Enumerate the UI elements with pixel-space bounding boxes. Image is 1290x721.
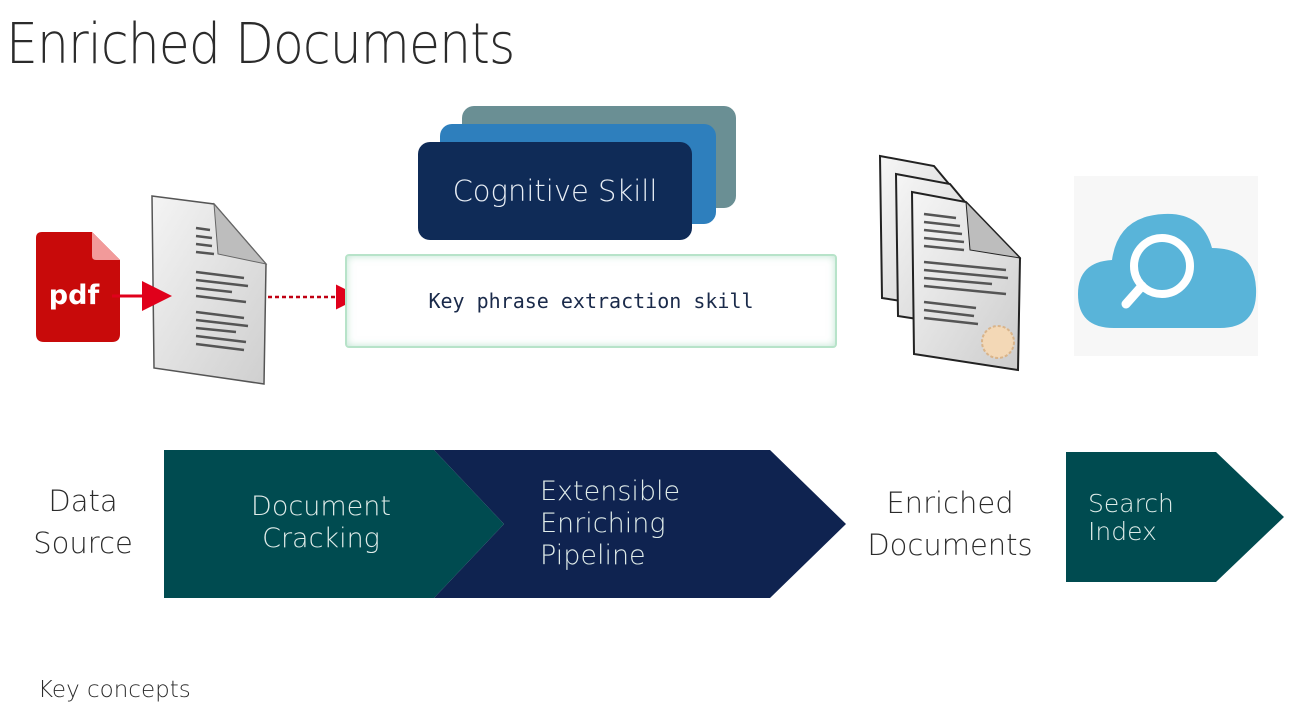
search-index-label: Search Index <box>1088 490 1188 546</box>
enriching-pipeline-line1: Extensible <box>540 476 681 507</box>
search-index-chevron <box>1066 452 1284 582</box>
page-title: Enriched Documents <box>6 12 515 77</box>
document-cracking-chevron <box>164 450 504 598</box>
document-cracking-label: Document Cracking <box>246 491 396 555</box>
pdf-file-icon: pdf <box>36 232 120 342</box>
enriching-pipeline-chevron <box>434 450 846 598</box>
skill-card-front: Cognitive Skill <box>418 142 692 240</box>
data-source-line1: Data <box>48 484 118 518</box>
cloud-search-icon <box>1074 176 1258 356</box>
key-phrase-skill-label: Key phrase extraction skill <box>428 289 754 313</box>
key-phrase-skill-box: Key phrase extraction skill <box>345 254 837 348</box>
enriched-documents-icon <box>874 150 1030 376</box>
pipeline-chevrons <box>164 450 846 598</box>
document-cracking-line2: Cracking <box>262 523 380 554</box>
seal-icon <box>981 325 1015 359</box>
cognitive-skill-stack: Cognitive Skill <box>418 106 740 246</box>
cognitive-skill-label: Cognitive Skill <box>452 174 658 208</box>
enriched-documents-label: Enriched Documents <box>862 482 1038 566</box>
enriching-pipeline-line3: Pipeline <box>540 540 646 571</box>
data-source-line2: Source <box>33 526 133 560</box>
key-concepts-caption: Key concepts <box>38 677 191 703</box>
document-cracking-line1: Document <box>251 491 391 522</box>
data-source-label: Data Source <box>28 480 138 564</box>
enriching-pipeline-label: Extensible Enriching Pipeline <box>540 476 700 572</box>
search-index-line2: Index <box>1088 517 1157 546</box>
enriching-pipeline-line2: Enriching <box>540 508 666 539</box>
enriched-documents-line1: Enriched <box>886 486 1014 520</box>
search-index-line1: Search <box>1088 489 1174 518</box>
enriched-documents-line2: Documents <box>867 528 1033 562</box>
pdf-label: pdf <box>48 280 100 311</box>
document-icon <box>148 192 270 386</box>
